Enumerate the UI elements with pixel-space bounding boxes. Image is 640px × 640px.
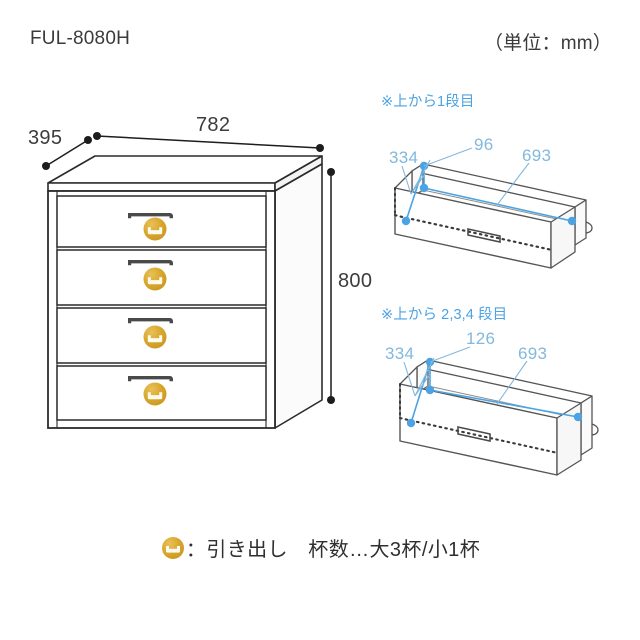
cabinet-side-panel — [274, 163, 323, 429]
legend: ：引き出し 杯数…大3杯/小1杯 — [0, 533, 640, 562]
detail-1-width-label: 693 — [522, 146, 552, 165]
dimension-line-width — [93, 132, 324, 152]
dimension-label-depth: 395 — [28, 127, 63, 149]
cabinet-drawer-front-2[interactable] — [56, 249, 267, 306]
dimension-label-width: 782 — [196, 114, 231, 136]
detail-drawer-box-2 — [398, 346, 599, 476]
cabinet-drawer-front-3[interactable] — [56, 307, 267, 364]
detail-title-drawer-1: ※上から1段目 — [381, 94, 475, 110]
detail-drawer-box-1 — [393, 147, 593, 269]
detail-title-drawer-2: ※上から 2,3,4 段目 — [381, 307, 508, 323]
detail-1-depth-label: 334 — [389, 148, 419, 167]
detail-drawer-1-handle — [467, 228, 501, 243]
detail-2-depth-label: 334 — [385, 344, 415, 363]
drawer-icon — [161, 536, 184, 559]
detail-drawer-2-handle — [457, 426, 491, 442]
main-cabinet-drawing — [42, 132, 335, 429]
cabinet-top-panel — [47, 155, 323, 192]
unit-note-label: （単位：mm） — [483, 33, 612, 54]
detail-2-width-label: 693 — [518, 344, 548, 363]
cabinet-drawer-front-4[interactable] — [56, 365, 267, 421]
detail-drawer-1-dimension-lines — [401, 147, 577, 226]
legend-text: ：引き出し 杯数…大3杯/小1杯 — [185, 539, 481, 561]
dimension-line-height — [327, 168, 335, 404]
cabinet-drawer-front-1[interactable] — [56, 195, 267, 248]
dimension-line-depth — [42, 136, 92, 170]
detail-drawer-2-dimension-lines — [403, 346, 583, 428]
detail-1-height-label: 96 — [474, 135, 494, 154]
detail-2-height-label: 126 — [466, 329, 496, 348]
model-number-label: FUL-8080H — [30, 28, 131, 49]
dimension-label-height: 800 — [338, 270, 373, 292]
